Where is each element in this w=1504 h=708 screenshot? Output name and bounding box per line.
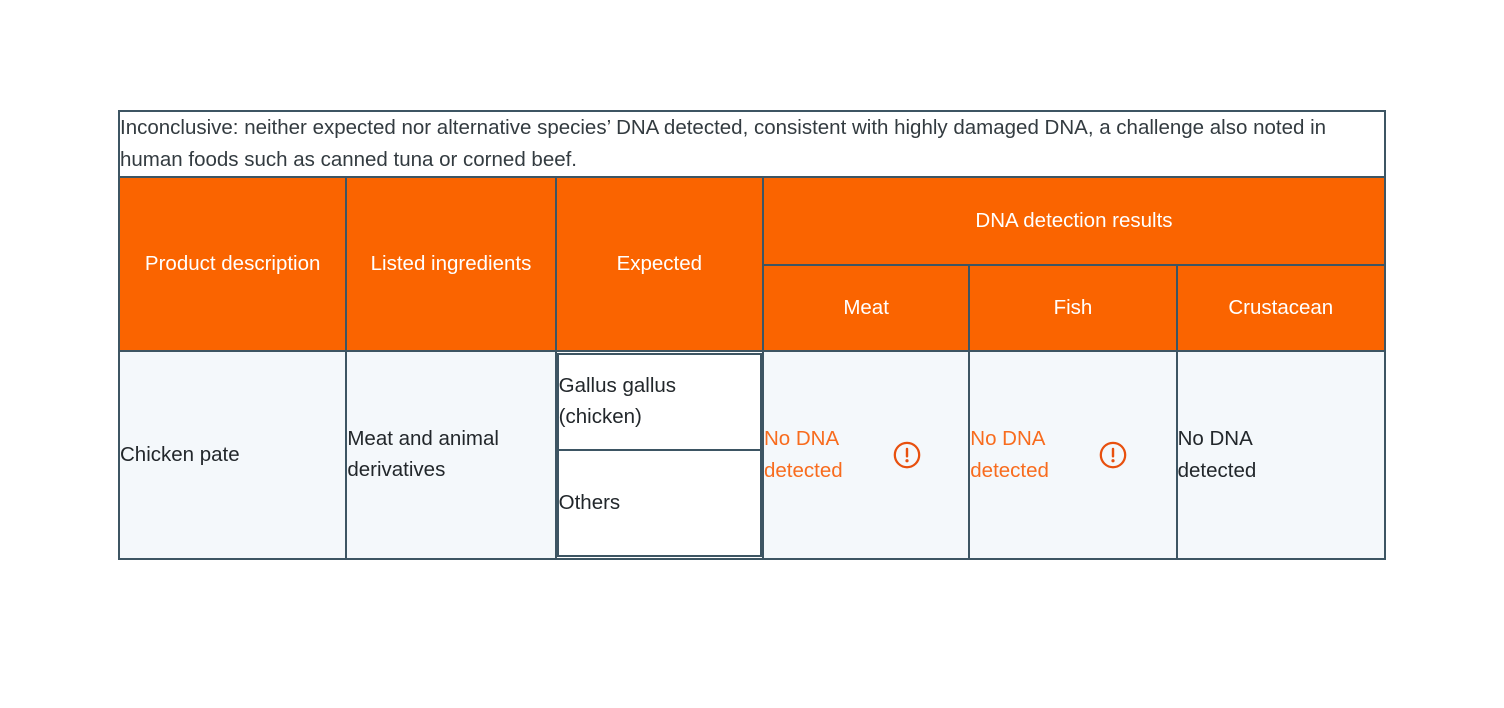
column-header-meat: Meat (761, 264, 971, 352)
result-meat-content: No DNA detected (764, 423, 968, 487)
cell-product-description: Chicken pate (117, 350, 348, 560)
cell-result-crustacean: No DNA detected (1175, 350, 1387, 560)
alert-circle-icon (893, 441, 921, 469)
result-crustacean-content: No DNA detected (1178, 423, 1384, 487)
column-header-fish: Fish (968, 264, 1178, 352)
result-fish-content: No DNA detected (970, 423, 1175, 487)
column-header-product-description: Product description (117, 176, 348, 352)
expected-split-table: Gallus gallus (chicken) Others (556, 353, 762, 557)
expected-secondary-row: Others (556, 449, 762, 557)
result-meat-text: No DNA detected (763, 427, 843, 482)
cell-result-fish: No DNA detected (968, 350, 1178, 560)
expected-primary-row: Gallus gallus (chicken) (556, 353, 762, 451)
result-crustacean-text: No DNA detected (1177, 427, 1257, 482)
column-header-dna-detection-results: DNA detection results (761, 176, 1387, 266)
cell-expected: Gallus gallus (chicken) Others (554, 350, 764, 560)
alert-circle-icon (1099, 441, 1127, 469)
table-header-row-primary: Product description Listed ingredients E… (117, 176, 1387, 352)
result-fish-text: No DNA detected (970, 427, 1049, 482)
column-header-crustacean: Crustacean (1175, 264, 1387, 352)
cell-expected-primary: Gallus gallus (chicken) (556, 353, 762, 451)
column-header-expected: Expected (554, 176, 764, 352)
cell-result-meat: No DNA detected (761, 350, 971, 560)
cell-expected-secondary: Others (556, 449, 762, 557)
table-note-row: Inconclusive: neither expected nor alter… (118, 110, 1386, 178)
inconclusive-note: Inconclusive: neither expected nor alter… (118, 110, 1386, 178)
table-row: Chicken pate Meat and animal derivatives… (117, 350, 1387, 560)
column-header-listed-ingredients: Listed ingredients (345, 176, 557, 352)
cell-listed-ingredients: Meat and animal derivatives (345, 350, 557, 560)
table-header-row-secondary: Meat Fish Crustacean (119, 264, 1387, 352)
dna-detection-results-table: Inconclusive: neither expected nor alter… (117, 110, 1387, 560)
